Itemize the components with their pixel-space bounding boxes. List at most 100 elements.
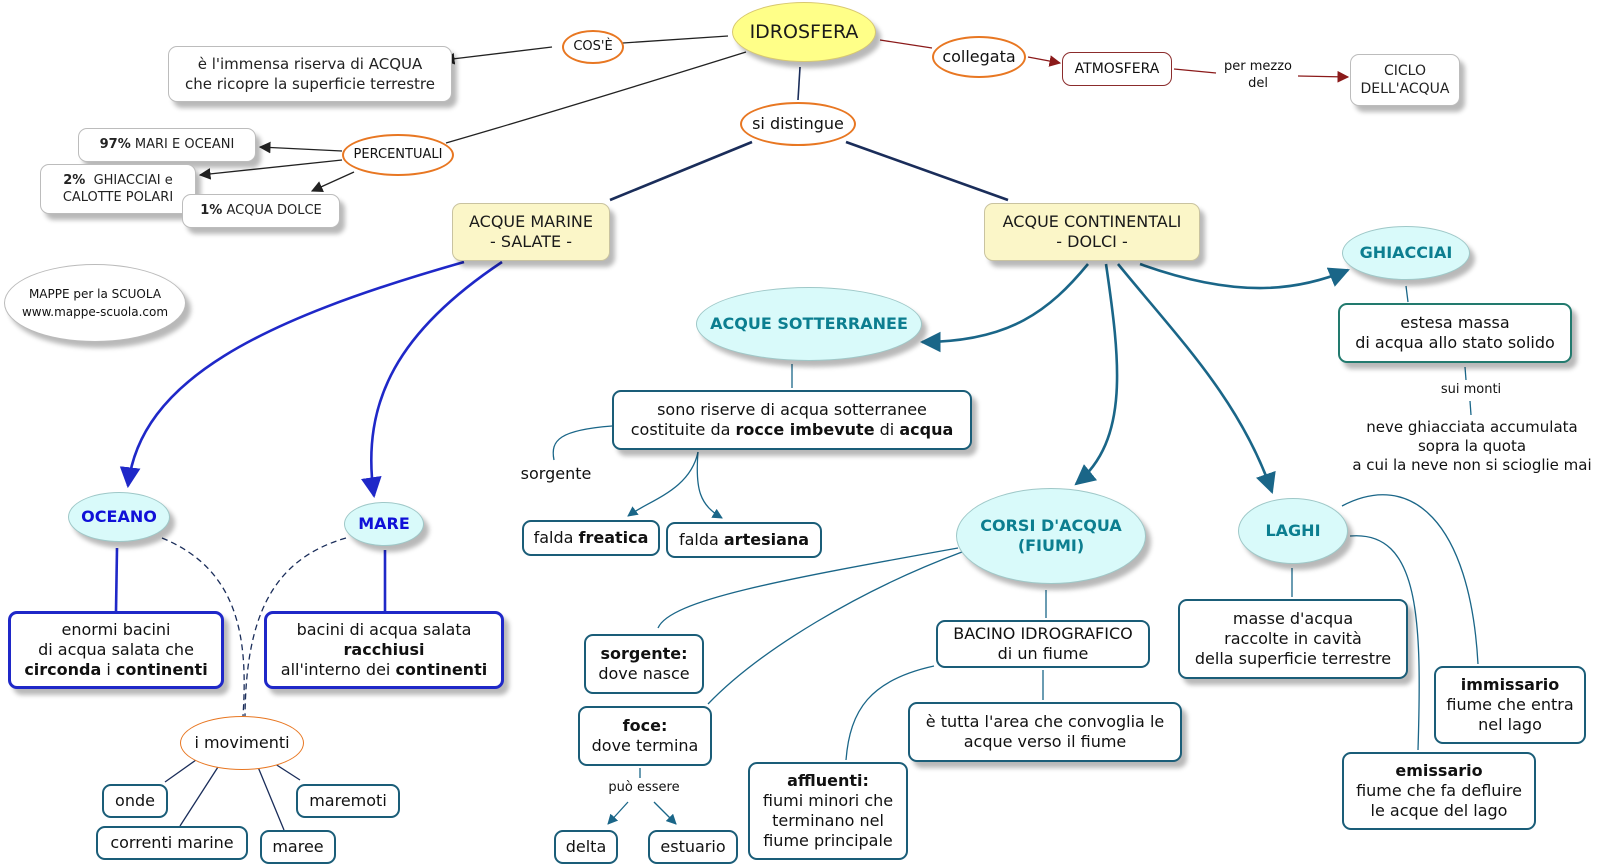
immissario-title: immissario [1460,675,1560,694]
idrosfera-label: IDROSFERA [749,21,859,43]
acque-sotterranee-label: ACQUE SOTTERRANEE [710,314,908,333]
immissario-line2: nel lago [1478,715,1542,734]
corsi-line1: CORSI D'ACQUA [980,516,1122,535]
foce-def-text: dove termina [591,736,699,755]
per-mezzo-label: per mezzo del [1208,58,1308,92]
edge-idrosfera-percentuali [445,51,747,144]
mare-label: MARE [358,514,410,533]
edge-laghi-immissario [1341,494,1479,665]
maremoti-label: maremoti [309,791,387,810]
edge-marine-mare [361,260,503,499]
si-distingue-label: si distingue [752,114,844,133]
acque-continentali-line1: ACQUE CONTINENTALI [1002,212,1182,231]
sotterranee-def-line1: sono riserve di acqua sotterranee [657,400,927,419]
oceano-node: OCEANO [68,492,170,542]
logo-line2: www.mappe-scuola.com [21,305,169,319]
edge-cont-sotterranee [919,263,1090,353]
edge-pct-dolce [310,171,355,192]
atmosfera-label: ATMOSFERA [1074,61,1160,77]
oceano-def-bold2: continenti [115,660,208,679]
pct-mari-label: MARI E OCEANI [134,137,235,152]
affluenti-line2: terminano nel [772,811,884,830]
edge-ghiacciai-sui [1464,366,1467,381]
oceano-def-bold1: circonda [24,660,102,679]
onde-node: onde [102,784,168,818]
edge-cont-corsi [1074,263,1119,486]
falda-artesiana-a: falda [678,530,724,549]
puo-essere-text: può essere [608,780,680,795]
affluenti-line3: fiume principale [763,831,893,850]
pct-ghiacciai-value: 2% [63,173,86,188]
corsi-line2: (FIUMI) [1017,536,1085,555]
ghiacciai-definition: estesa massa di acqua allo stato solido [1338,303,1572,363]
edge-collegata-atmosfera [1027,55,1062,67]
emissario-line2: le acque del lago [1370,801,1508,820]
pct-ghiacciai-label2: CALOTTE POLARI [62,190,174,205]
falda-freatica-a: falda [533,528,579,547]
correnti-label: correnti marine [110,833,234,852]
edge-def-freatica [627,451,699,517]
puo-essere-label: può essere [598,780,690,795]
pct-ghiacciai-label: GHIACCIAI e [93,173,173,188]
edge-mov-maree [257,766,285,831]
laghi-label: LAGHI [1265,521,1321,540]
cose-def-line2: che ricopre la superficie terrestre [185,75,435,93]
per-mezzo-line2: del [1248,76,1268,91]
edge-corsi-sorgente [657,547,959,629]
falda-artesiana-b: artesiana [723,530,810,549]
falda-artesiana-node: falda artesiana [666,522,822,558]
atmosfera-node: ATMOSFERA [1062,52,1172,86]
oceano-def-line2: di acqua salata che [38,640,194,659]
correnti-node: correnti marine [96,826,248,860]
pct-mari-value: 97% [99,137,131,152]
pct-dolce-node: 1% ACQUA DOLCE [182,194,340,228]
cose-node: COS'È [562,30,624,64]
oceano-label: OCEANO [81,507,157,526]
oceano-def-line1: enormi bacini [61,620,171,639]
mare-def-bold: racchiusi [343,640,425,659]
laghi-definition: masse d'acqua raccolte in cavità della s… [1178,599,1408,679]
oceano-def-join: i [101,660,116,679]
sotterranee-def-a: costituite da [630,420,736,439]
ciclo-acqua-node: CICLO DELL'ACQUA [1350,54,1460,106]
affluenti-line1: fiumi minori che [762,791,894,810]
maremoti-node: maremoti [296,784,400,818]
bacino-definition: è tutta l'area che convoglia le acque ve… [908,702,1182,762]
sotterranee-definition: sono riserve di acqua sotterranee costit… [612,390,972,450]
sorgente-def-title: sorgente: [600,644,688,663]
ghiacciai-node: GHIACCIAI [1342,226,1470,280]
maree-node: maree [260,830,336,864]
si-distingue-node: si distingue [740,102,856,146]
idrosfera-node: IDROSFERA [732,2,876,62]
logo-line1: MAPPE per la SCUOLA [28,287,162,301]
corsi-acqua-node: CORSI D'ACQUA (FIUMI) [956,488,1146,584]
sorgente-label: sorgente [514,464,598,483]
mare-definition: bacini di acqua salata racchiusi all'int… [264,611,504,689]
edge-idrosfera-distingue [797,66,801,101]
bacino-def-line1: è tutta l'area che convoglia le [925,712,1165,731]
edge-cose-def [442,46,553,65]
sui-monti-text: sui monti [1440,382,1502,397]
edge-atmosfera-per [1173,68,1217,74]
estuario-node: estuario [648,830,738,864]
pct-mari-node: 97% MARI E OCEANI [78,128,256,162]
sorgente-definition: sorgente: dove nasce [584,634,704,694]
edge-oceano-def [114,547,119,612]
sorgente-text: sorgente [520,464,592,483]
edge-cont-laghi [1116,263,1276,494]
pct-ghiacciai-node: 2% GHIACCIAI e CALOTTE POLARI [40,164,196,214]
edge-sui-neve [1469,400,1472,416]
foce-def-title: foce: [622,716,668,735]
per-mezzo-line1: per mezzo [1224,59,1292,74]
edge-idrosfera-collegata [879,39,933,49]
laghi-def-line3: della superficie terrestre [1194,649,1392,668]
delta-node: delta [554,830,618,864]
sotterranee-def-c: di [874,420,900,439]
bacino-node: BACINO IDROGRAFICO di un fiume [936,620,1150,668]
emissario-title: emissario [1395,761,1483,780]
edge-cont-ghiacciai [1139,262,1350,290]
sotterranee-def-d: acqua [899,420,954,439]
cose-definition: è l'immensa riserva di ACQUA che ricopre… [168,46,452,102]
ciclo-line2: DELL'ACQUA [1360,81,1450,97]
